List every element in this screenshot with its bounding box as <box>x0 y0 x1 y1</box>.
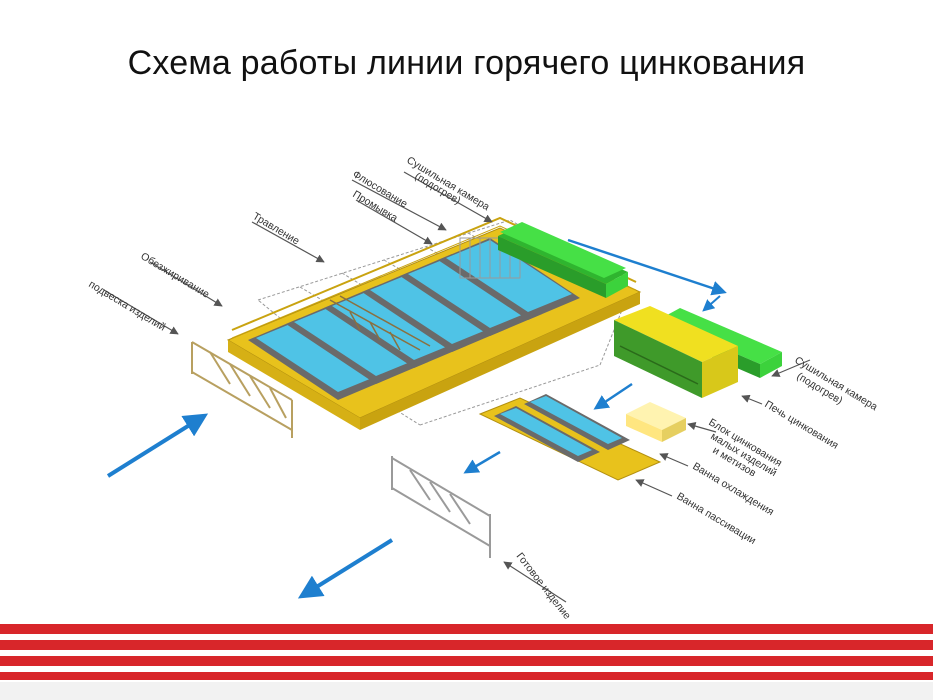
flow-arrow-icon <box>593 382 633 410</box>
hanging-frame <box>191 341 293 438</box>
galvanizing-furnace <box>614 306 738 398</box>
small-parts-block <box>626 402 686 442</box>
process-tanks <box>248 238 580 400</box>
pointer-arrow-icon <box>503 561 567 603</box>
tank-2 <box>286 302 428 384</box>
label-degreasing: Обезжиривание <box>138 250 211 300</box>
cooling-platform <box>478 394 662 481</box>
tank-5 <box>400 254 542 336</box>
label-furnace: Печь цинкования <box>762 398 840 451</box>
flow-arrow-icon <box>463 450 501 474</box>
flow-arrow-icon <box>702 295 721 312</box>
tank-1 <box>248 318 390 400</box>
pointer-arrow-icon <box>351 179 447 231</box>
label-pointers <box>103 171 811 603</box>
pointer-arrow-icon <box>635 479 673 497</box>
pointer-arrow-icon <box>771 359 811 377</box>
decorative-stripes <box>0 620 933 700</box>
pointer-arrow-icon <box>659 453 689 467</box>
overhead-crane <box>329 295 431 351</box>
page-title: Схема работы линии горячего цинкования <box>127 44 806 82</box>
galvanizing-line-diagram: подвеска изделий Обезжиривание Травление… <box>86 154 879 620</box>
pointer-arrow-icon <box>149 261 223 307</box>
label-hanging: подвеска изделий <box>86 278 167 333</box>
pointer-arrow-icon <box>251 221 325 263</box>
dryer-top <box>498 222 628 298</box>
pointer-arrow-icon <box>741 394 763 405</box>
pointer-arrow-icon <box>403 171 493 223</box>
flow-arrow-icon <box>567 238 727 296</box>
label-etching: Травление <box>250 210 301 247</box>
label-finished: Готовое изделие <box>514 550 573 620</box>
pointer-arrow-icon <box>103 289 179 335</box>
finished-frame <box>391 456 491 558</box>
pointer-arrow-icon <box>355 199 433 245</box>
label-dryer-top-1: Сушильная камера <box>404 154 491 213</box>
flow-arrow-icon <box>106 413 209 478</box>
pointer-arrow-icon <box>687 422 717 433</box>
tank-6 <box>438 238 580 320</box>
flow-arrows <box>106 238 727 599</box>
tank-4 <box>362 270 504 352</box>
flow-arrow-icon <box>297 538 394 599</box>
